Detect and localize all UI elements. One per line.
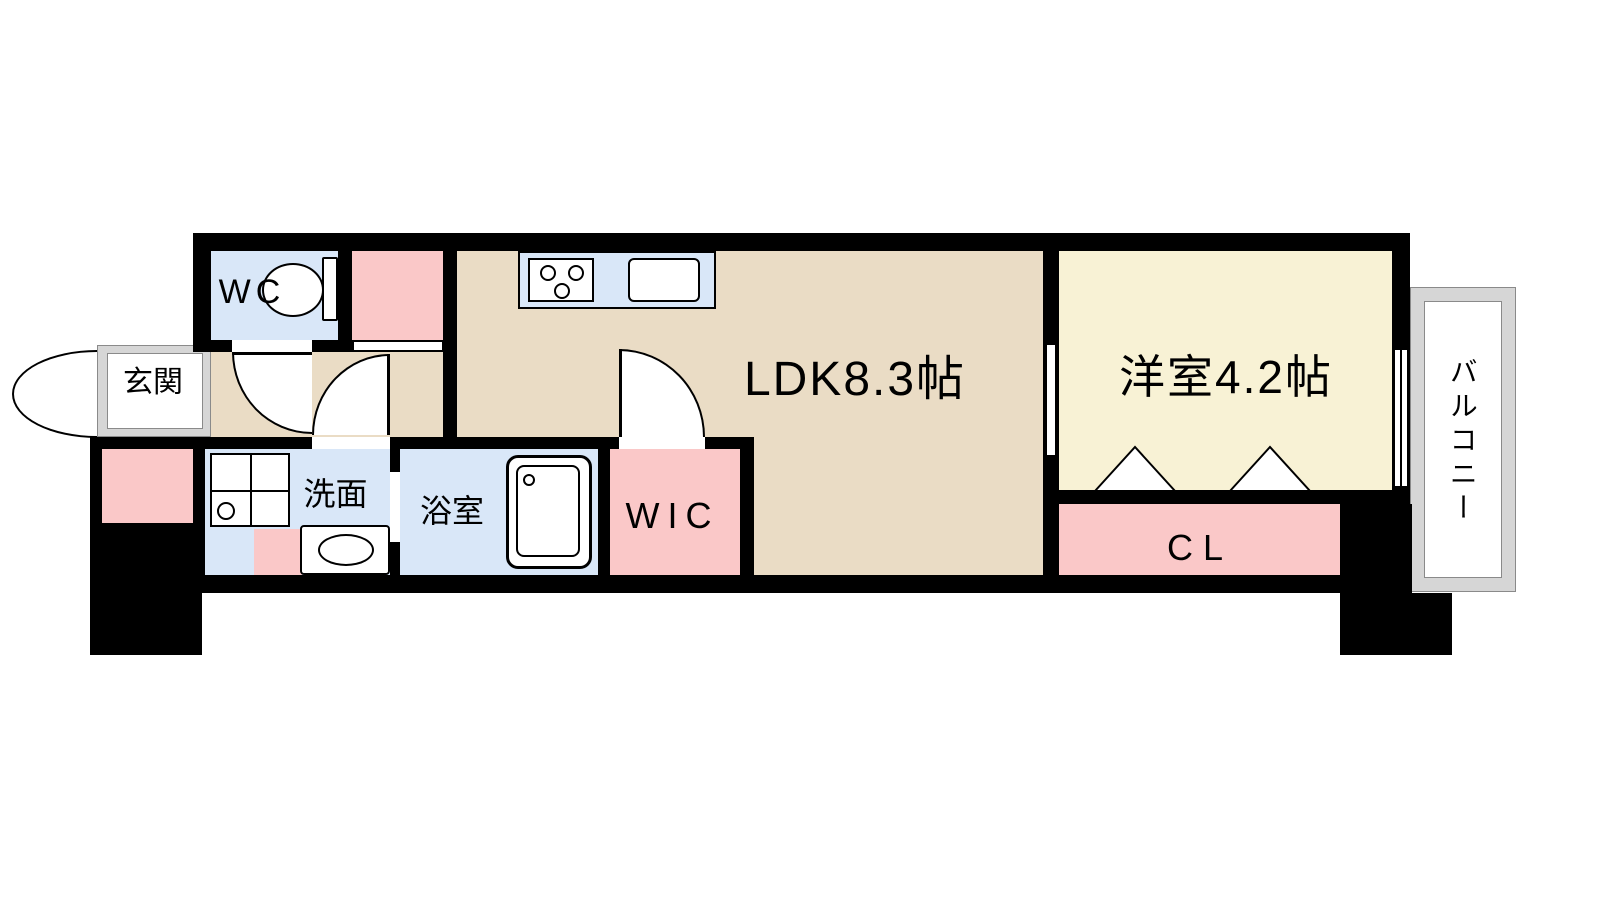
washroom-pink-patch [254, 529, 302, 575]
washer-pan [210, 453, 290, 527]
pipe-space-floor [102, 449, 193, 523]
balcony-label: バルコニー [1446, 357, 1478, 527]
entrance-floor [107, 353, 203, 429]
kitchen-sink [628, 258, 700, 302]
structure-block-left [90, 523, 202, 655]
sliding-door-panel [1046, 345, 1056, 455]
bathroom-door-opening [390, 472, 400, 542]
western-room-floor [1059, 251, 1392, 490]
wic-label: WIC [625, 495, 720, 536]
toilet-bowl [262, 263, 324, 317]
stove-burner [540, 265, 556, 281]
closet-label: CL [1166, 527, 1234, 568]
balcony-window [1395, 348, 1407, 488]
wall-bathroom-wic [598, 449, 610, 575]
wall-top [193, 233, 1410, 251]
wall-left-upper [193, 233, 211, 352]
stove [528, 258, 594, 302]
washbasin-bowl [318, 534, 374, 566]
wic-door-opening [619, 437, 705, 449]
bathroom-label: 浴室 [419, 493, 484, 529]
entrance-door-arc-lower [12, 394, 97, 438]
wall-closet-top [1043, 490, 1410, 504]
wc-label: WC [218, 273, 286, 311]
balcony-floor [1424, 301, 1502, 578]
washbasin-counter [300, 525, 390, 575]
stove-burner [568, 265, 584, 281]
western-room-label: 洋室4.2帖 [1119, 351, 1333, 403]
washer-drain [217, 502, 235, 520]
bathtub-inner [516, 465, 580, 557]
bathtub [506, 455, 592, 569]
closet-floor [1059, 504, 1340, 575]
toilet-tank [322, 257, 338, 321]
washer-pan-line [250, 455, 252, 525]
washroom-door-opening [312, 437, 390, 449]
stove-burner [554, 283, 570, 299]
wall-bottom [193, 575, 1410, 593]
ldk-floor-lower [754, 437, 1043, 575]
wic-floor [610, 449, 740, 575]
window-center-line [1400, 350, 1402, 486]
wc-door-opening [232, 340, 312, 352]
washroom-label: 洗面 [303, 476, 368, 512]
entrance-door-arc-upper [12, 350, 97, 394]
entrance-label: 玄関 [123, 366, 183, 399]
storage-top-floor [352, 251, 443, 340]
wall-wc-storage [338, 251, 352, 340]
structure-block-right-upper [1340, 504, 1412, 593]
wall-wic-ldk [740, 437, 754, 575]
wall-mid-horizontal [90, 437, 754, 449]
structure-block-right-lower [1340, 593, 1452, 655]
closet-folding-doors-icon [1092, 445, 1313, 492]
bathtub-drain [523, 474, 535, 486]
storage-door-panel [354, 341, 442, 351]
ldk-label: LDK8.3帖 [743, 353, 967, 406]
